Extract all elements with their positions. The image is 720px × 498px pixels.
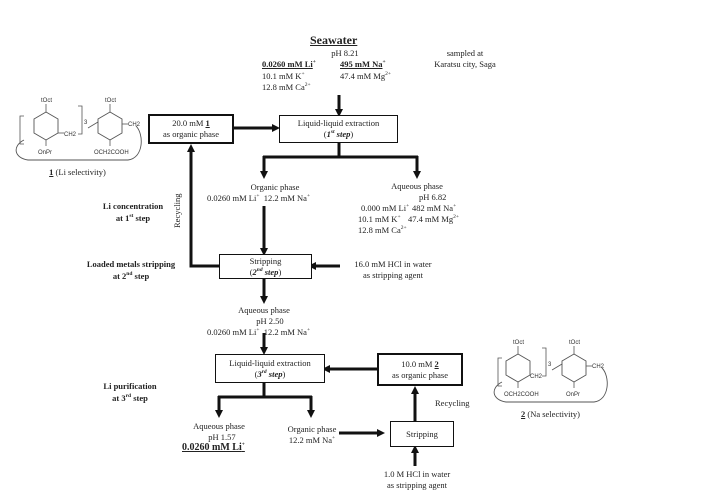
seawater-ca: 12.8 mM Ca2+ — [262, 82, 311, 92]
molecule-2-caption: 2 (Na selectivity) — [520, 409, 580, 419]
svg-text:OnPr: OnPr — [38, 150, 52, 156]
organic1-line1: 20.0 mM 1 — [172, 118, 210, 128]
step2-label: Loaded metals stripping at 2nd step — [86, 259, 176, 281]
lle-step3-box[interactable]: Liquid-liquid extraction (3rd step) — [215, 354, 325, 383]
calixarene-1-icon: tOct tOct CH2 3 CH2 OnPr OCH2COOH — [15, 98, 142, 161]
strip-final-label: Stripping — [406, 428, 438, 439]
svg-text:OCH2COOH: OCH2COOH — [504, 392, 539, 398]
molecule-2-structure: tOct tOct CH2 3 CH2 OCH2COOH OnPr 2 (Na … — [488, 336, 623, 421]
step3-label: Li purification at 3rd step — [103, 381, 157, 403]
recycling-loop-left — [187, 144, 219, 268]
aq1-na: 482 mM Na+ — [412, 203, 457, 213]
svg-text:tOct: tOct — [513, 340, 524, 346]
svg-text:tOct: tOct — [41, 98, 52, 104]
svg-text:tOct: tOct — [105, 98, 116, 104]
organic1-line2: as organic phase — [162, 129, 220, 139]
final-lithium-product: 0.0260 mM Li+ — [182, 441, 245, 453]
aqueous-phase-3: Aqueous phase pH 1.57 — [193, 421, 245, 442]
organic2-line2: as organic phase — [391, 369, 449, 380]
svg-text:3: 3 — [84, 120, 88, 126]
lle3-step: (3rd step) — [254, 368, 286, 379]
recycling-label-right: Recycling — [435, 398, 470, 408]
svg-text:tOct: tOct — [569, 340, 580, 346]
molecule-1-structure: tOct tOct CH2 3 CH2 OnPr OCH2COOH 1 (Li … — [10, 94, 145, 179]
organic-phase-1-label: Organic phase — [250, 182, 300, 192]
stripping-agent-2: 1.0 M HCl in water as stripping agent — [383, 469, 451, 490]
strip2-step: (2nd step) — [249, 266, 282, 277]
aq1-ca: 12.8 mM Ca2+ — [358, 225, 407, 235]
aqueous-phase-1-title: Aqueous phase — [391, 181, 443, 191]
seawater-k: 10.1 mM K+ — [262, 71, 305, 81]
aqueous-phase-2-composition: 0.0260 mM Li+ 12.2 mM Na+ — [207, 327, 311, 337]
molecule-1-caption: 1 (Li selectivity) — [49, 167, 106, 177]
aq1-li: 0.000 mM Li+ — [361, 203, 410, 213]
aq1-mg: 47.4 mM Mg2+ — [408, 214, 459, 224]
sampled-line-2: Karatsu city, Saga — [434, 59, 496, 69]
sampled-at: sampled at Karatsu city, Saga — [410, 48, 520, 70]
svg-text:CH2: CH2 — [64, 132, 77, 138]
sampled-line-1: sampled at — [446, 48, 484, 58]
seawater-li: 0.0260 mM Li+ — [262, 59, 316, 69]
lle1-step: (1st step) — [323, 129, 354, 139]
aqueous-phase-2: Aqueous phase pH 2.50 — [238, 305, 290, 326]
step1-label: Li concentration at 1st step — [102, 201, 164, 223]
seawater-ph: pH 8.21 — [331, 48, 359, 58]
lle3-line1: Liquid-liquid extraction — [229, 357, 311, 368]
aqueous-phase-1-ph: pH 6.82 — [419, 192, 447, 202]
svg-text:3: 3 — [548, 362, 552, 368]
organic-phase-3: Organic phase 12.2 mM Na+ — [287, 424, 337, 445]
stripping-step2-box[interactable]: Stripping (2nd step) — [219, 254, 312, 279]
diagram-title: Seawater — [310, 33, 358, 47]
lle1-line1: Liquid-liquid extraction — [297, 118, 380, 128]
svg-text:CH2: CH2 — [592, 364, 605, 370]
svg-text:OCH2COOH: OCH2COOH — [94, 150, 129, 156]
organic-phase-2-box[interactable]: 10.0 mM 2 as organic phase — [377, 353, 463, 386]
organic2-line1: 10.0 mM 2 — [401, 358, 439, 369]
aq1-k: 10.1 mM K+ — [358, 214, 401, 224]
stripping-final-box[interactable]: Stripping — [390, 421, 454, 447]
svg-text:CH2: CH2 — [128, 122, 141, 128]
lle-step1-box[interactable]: Liquid-liquid extraction (1st step) — [279, 115, 398, 143]
organic-phase-1-composition: 0.0260 mM Li+ 12.2 mM Na+ — [207, 193, 311, 203]
seawater-mg: 47.4 mM Mg2+ — [340, 71, 391, 81]
strip2-line1: Stripping — [249, 255, 282, 266]
calixarene-2-icon: tOct tOct CH2 3 CH2 OCH2COOH OnPr — [493, 340, 608, 403]
organic-phase-1-box[interactable]: 20.0 mM 1 as organic phase — [148, 114, 234, 144]
seawater-na: 495 mM Na+ — [340, 59, 386, 69]
stripping-agent-1: 16.0 mM HCl in water as stripping agent — [354, 259, 432, 280]
svg-text:CH2: CH2 — [530, 374, 543, 380]
svg-text:OnPr: OnPr — [566, 392, 580, 398]
